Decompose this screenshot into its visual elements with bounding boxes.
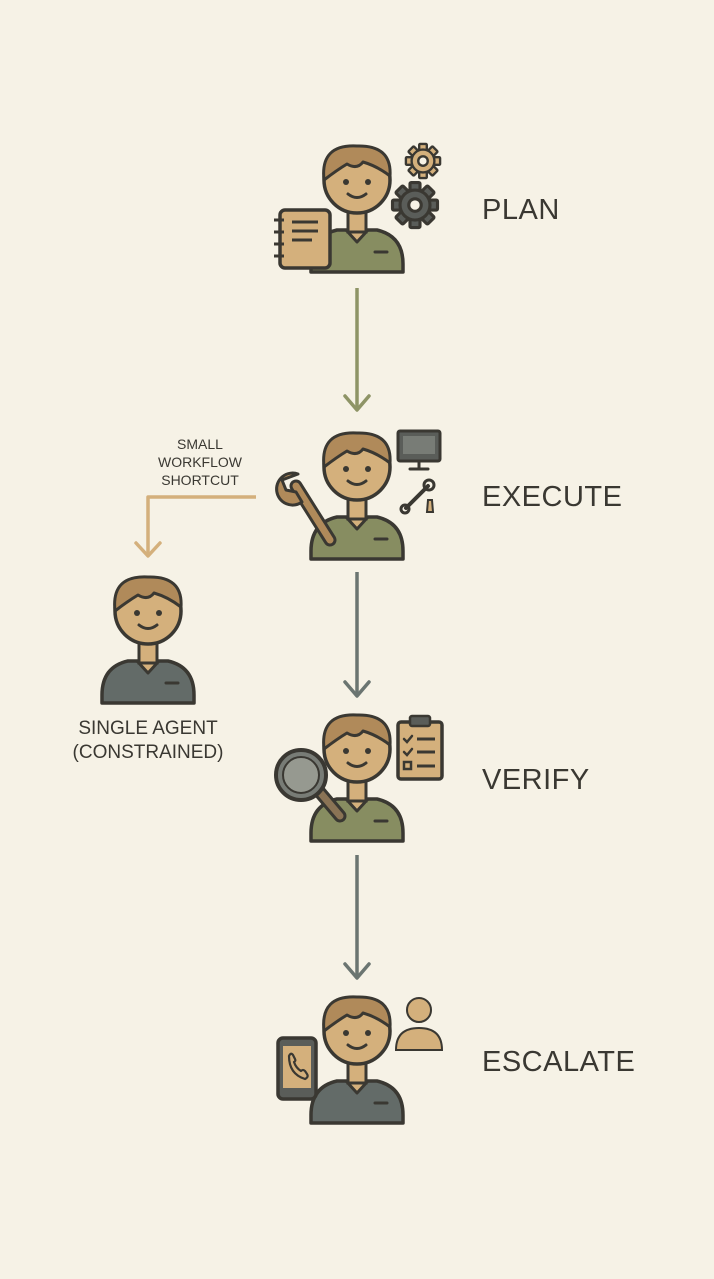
arrow-shortcut xyxy=(134,495,256,558)
arrow-verify-to-escalate xyxy=(343,855,371,980)
single-agent: SINGLE AGENT (CONSTRAINED) xyxy=(73,575,224,763)
shortcut-note: SMALL WORKFLOW SHORTCUT xyxy=(158,436,243,488)
shortcut-note-line-2: WORKFLOW xyxy=(158,454,243,470)
notebook-icon xyxy=(274,208,332,270)
gear-icon xyxy=(390,142,442,230)
shortcut-note-line-1: SMALL xyxy=(177,436,223,452)
agent-escalate xyxy=(309,995,405,1125)
stage-label-plan: PLAN xyxy=(482,194,560,226)
shortcut-note-line-3: SHORTCUT xyxy=(161,472,239,488)
agent-single xyxy=(100,575,196,705)
stage-escalate: ESCALATE xyxy=(276,995,635,1125)
single-agent-label-line-1: SINGLE AGENT xyxy=(78,718,218,739)
wrench-icon xyxy=(275,471,337,547)
stage-label-escalate: ESCALATE xyxy=(482,1046,635,1078)
stage-label-execute: EXECUTE xyxy=(482,481,622,513)
single-agent-label-line-2: (CONSTRAINED) xyxy=(73,742,224,763)
phone-icon xyxy=(276,1036,318,1101)
person-icon xyxy=(394,997,444,1051)
arrow-plan-to-execute xyxy=(343,288,371,412)
stage-verify: VERIFY xyxy=(274,713,590,843)
checklist-icon xyxy=(396,714,444,781)
stage-label-verify: VERIFY xyxy=(482,764,590,796)
stage-plan: PLAN xyxy=(274,142,560,274)
tools-icon xyxy=(399,478,436,515)
arrow-execute-to-verify xyxy=(343,572,371,698)
monitor-icon xyxy=(396,429,442,471)
stage-execute: EXECUTE xyxy=(275,429,622,561)
magnifier-icon xyxy=(274,748,347,823)
